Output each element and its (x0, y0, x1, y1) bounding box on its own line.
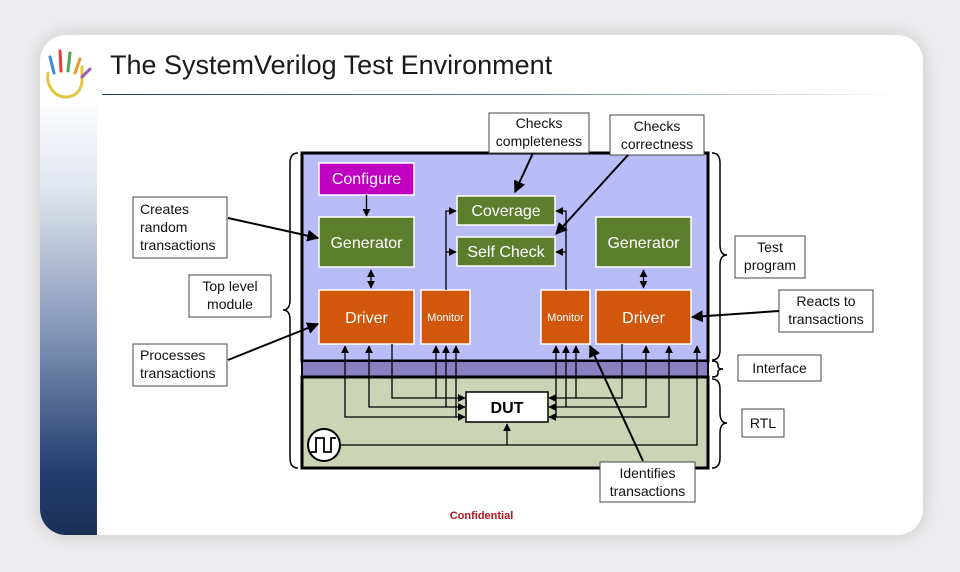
callout-reacts: Reacts to transactions (778, 289, 874, 333)
callout-line: Identifies (619, 465, 675, 481)
driver-right-block: Driver (595, 289, 692, 345)
callout-line: transactions (788, 311, 863, 327)
interface-brace (711, 360, 724, 378)
callout-line: Processes (140, 347, 205, 363)
generator-left-block: Generator (318, 216, 415, 268)
callout-creates-random: Creates random transactions (132, 196, 228, 259)
callout-line: completeness (496, 133, 582, 149)
callout-test-program: Test program (734, 235, 806, 279)
monitor-left-label: Monitor (427, 312, 464, 324)
driver-right-label: Driver (622, 310, 665, 327)
callout-top-level: Top level module (188, 274, 272, 318)
callout-line: transactions (140, 365, 215, 381)
clock-waveform-icon (307, 428, 341, 462)
title-underline (102, 94, 897, 95)
callout-line: random (140, 219, 187, 235)
callout-identifies: Identifies transactions (599, 461, 696, 503)
callout-processes: Processes transactions (132, 343, 228, 387)
coverage-label: Coverage (471, 203, 540, 220)
monitor-right-block: Monitor (540, 289, 591, 345)
callout-line: Creates (140, 201, 189, 217)
configure-block: Configure (318, 162, 415, 196)
callout-line: program (744, 257, 796, 273)
self-check-block: Self Check (456, 236, 556, 267)
callout-line: Test (757, 239, 783, 255)
generator-left-label: Generator (330, 235, 403, 252)
driver-left-label: Driver (345, 310, 388, 327)
self-check-label: Self Check (467, 244, 545, 261)
callout-line: Reacts to (796, 293, 855, 309)
dut-label: DUT (491, 400, 524, 417)
callout-line: correctness (621, 136, 693, 152)
callout-rtl: RTL (741, 408, 785, 438)
confidential-footer: Confidential (449, 510, 514, 522)
callout-line: module (207, 296, 253, 312)
sidebar-gradient (40, 95, 97, 535)
callout-line: transactions (140, 237, 215, 253)
coverage-block: Coverage (456, 195, 556, 226)
callout-arrows (227, 152, 780, 462)
slide-title: The SystemVerilog Test Environment (110, 50, 553, 80)
callout-line: Interface (752, 360, 807, 376)
signal-connections (340, 195, 701, 446)
configure-label: Configure (332, 171, 401, 188)
hand-logo-icon (46, 49, 92, 99)
top-level-brace (282, 152, 299, 469)
test-program-brace (711, 152, 728, 361)
rtl-brace (711, 378, 728, 469)
callout-checks-completeness: Checks completeness (488, 112, 590, 154)
monitor-left-block: Monitor (420, 289, 471, 345)
driver-left-block: Driver (318, 289, 415, 345)
callout-checks-correctness: Checks correctness (609, 114, 705, 156)
callout-interface: Interface (737, 354, 822, 382)
callout-line: RTL (750, 415, 776, 431)
monitor-right-label: Monitor (547, 312, 584, 324)
callout-line: transactions (610, 483, 685, 499)
generator-right-block: Generator (595, 216, 692, 268)
callout-line: Top level (202, 278, 257, 294)
callout-line: Checks (516, 115, 563, 131)
callout-line: Checks (634, 118, 681, 134)
generator-right-label: Generator (607, 235, 680, 252)
dut-block: DUT (465, 391, 549, 423)
interface-band (301, 360, 709, 378)
